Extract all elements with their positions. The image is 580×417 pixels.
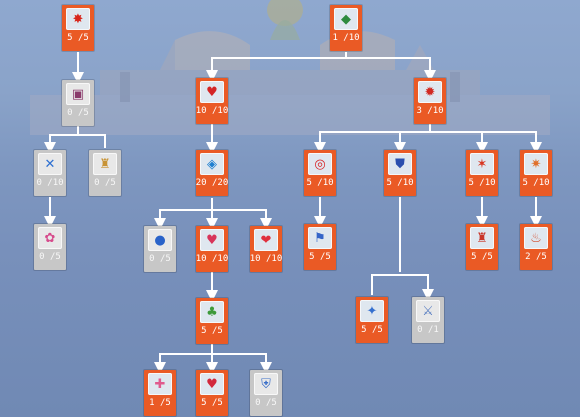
blue-scroll-icon: ✦: [360, 300, 384, 322]
red-crab-icon: ✸: [66, 8, 90, 30]
red-flames-icon: ✶: [470, 153, 494, 175]
framed-portrait-icon: ▣: [66, 83, 90, 105]
skill-node[interactable]: ♜ 0 /5: [89, 150, 121, 196]
skill-node[interactable]: ◆ 1 /10: [330, 5, 362, 51]
flame-tower-icon: ♨: [524, 227, 548, 249]
skill-level: 0 /10: [36, 178, 64, 188]
skill-level: 5 /5: [67, 33, 89, 43]
skill-node[interactable]: ◎ 5 /10: [304, 150, 336, 196]
skill-level: 10 /10: [249, 254, 283, 264]
blue-shield-icon: ⛨: [254, 373, 278, 395]
skill-level: 5 /10: [522, 178, 550, 188]
blue-banner-icon: ⚑: [308, 227, 332, 249]
skill-node[interactable]: ▣ 0 /5: [62, 80, 94, 126]
skill-node[interactable]: ✸ 5 /5: [62, 5, 94, 51]
skill-node[interactable]: ♣ 5 /5: [196, 298, 228, 344]
skill-level: 1 /10: [332, 33, 360, 43]
skill-node[interactable]: ⛨ 0 /5: [250, 370, 282, 416]
skill-level: 5 /10: [386, 178, 414, 188]
crossed-swords-icon: ✕: [38, 153, 62, 175]
skill-node[interactable]: ✚ 1 /5: [144, 370, 176, 416]
skill-node[interactable]: ✷ 5 /10: [520, 150, 552, 196]
skill-level: 1 /5: [149, 398, 171, 408]
skill-node[interactable]: ◈ 20 /20: [196, 150, 228, 196]
skill-level: 10 /10: [195, 106, 229, 116]
skill-node[interactable]: ✦ 5 /5: [356, 297, 388, 343]
skill-level: 0 /1: [417, 325, 439, 335]
skill-level: 5 /5: [361, 325, 383, 335]
skill-node[interactable]: ⚔ 0 /1: [412, 297, 444, 343]
shield-badge-icon: ⛊: [388, 153, 412, 175]
red-explosion-icon: ✹: [418, 81, 442, 103]
green-gem-icon: ◆: [334, 8, 358, 30]
skill-level: 5 /10: [468, 178, 496, 188]
skill-level: 5 /5: [201, 398, 223, 408]
skill-node[interactable]: ❤ 10 /10: [250, 226, 282, 272]
fire-bird-icon: ✷: [524, 153, 548, 175]
green-potion-icon: ♣: [200, 301, 224, 323]
pink-charm-icon: ✿: [38, 227, 62, 249]
skill-level: 10 /10: [195, 254, 229, 264]
target-icon: ◎: [308, 153, 332, 175]
skill-level: 5 /5: [309, 252, 331, 262]
skill-node[interactable]: ♥ 5 /5: [196, 370, 228, 416]
skill-level: 3 /10: [416, 106, 444, 116]
blue-orb-icon: ●: [148, 229, 172, 251]
skill-level: 2 /5: [525, 252, 547, 262]
skill-node[interactable]: ✕ 0 /10: [34, 150, 66, 196]
skill-node[interactable]: ♥ 10 /10: [196, 226, 228, 272]
skill-node[interactable]: ✶ 5 /10: [466, 150, 498, 196]
skill-node[interactable]: ♥ 10 /10: [196, 78, 228, 124]
red-heart-potion-icon: ♥: [200, 373, 224, 395]
skill-level: 20 /20: [195, 178, 229, 188]
skill-level: 5 /5: [201, 326, 223, 336]
skill-level: 0 /5: [67, 108, 89, 118]
skill-level: 0 /5: [39, 252, 61, 262]
skill-node[interactable]: ⛊ 5 /10: [384, 150, 416, 196]
skill-level: 5 /10: [306, 178, 334, 188]
skill-node[interactable]: ♜ 5 /5: [466, 224, 498, 270]
skill-node[interactable]: ⚑ 5 /5: [304, 224, 336, 270]
red-fortress-icon: ♜: [470, 227, 494, 249]
skill-level: 0 /5: [255, 398, 277, 408]
skill-node[interactable]: ✿ 0 /5: [34, 224, 66, 270]
pink-gift-icon: ✚: [148, 373, 172, 395]
skill-level: 0 /5: [149, 254, 171, 264]
skill-node[interactable]: ✹ 3 /10: [414, 78, 446, 124]
heart-chest-icon: ♥: [200, 229, 224, 251]
white-sword-icon: ⚔: [416, 300, 440, 322]
triple-hearts-icon: ❤: [254, 229, 278, 251]
tower-icon: ♜: [93, 153, 117, 175]
red-chest-icon: ♥: [200, 81, 224, 103]
skill-level: 5 /5: [471, 252, 493, 262]
blue-crystal-icon: ◈: [200, 153, 224, 175]
skill-node[interactable]: ● 0 /5: [144, 226, 176, 272]
skill-node[interactable]: ♨ 2 /5: [520, 224, 552, 270]
skill-level: 0 /5: [94, 178, 116, 188]
